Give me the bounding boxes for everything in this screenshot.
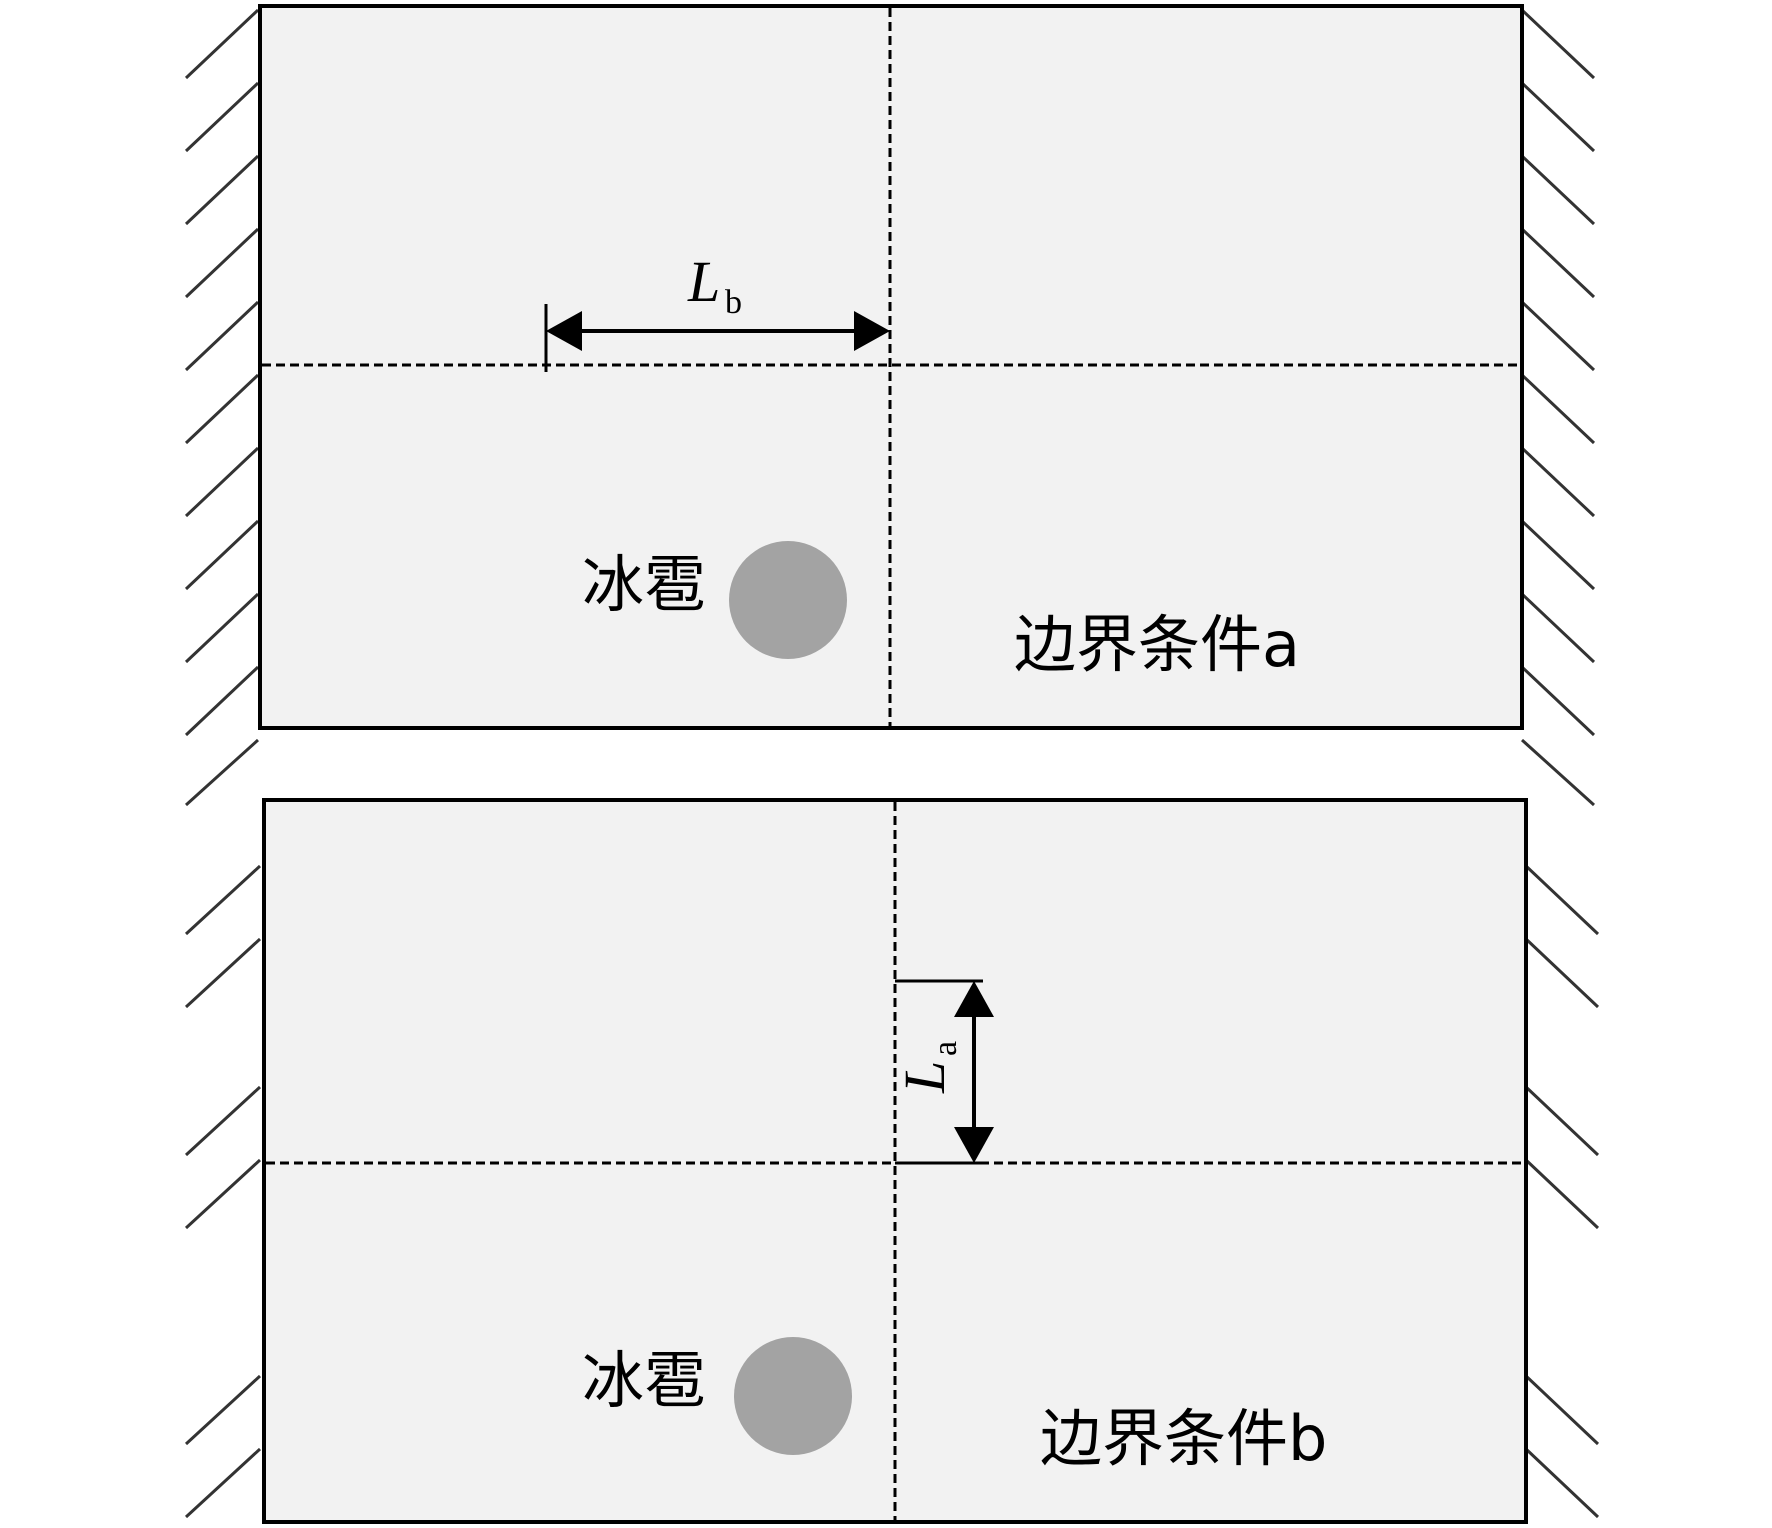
panel-a-dimension-symbol: L bbox=[687, 249, 720, 314]
panel-a-hailstone bbox=[729, 541, 847, 659]
panel-b-arrowhead-bottom bbox=[954, 1127, 994, 1163]
panel-b: L a 冰雹 边界条件b bbox=[184, 798, 1600, 1524]
panel-b-hailstone bbox=[734, 1337, 852, 1455]
panel-b-hail-label: 冰雹 bbox=[582, 1344, 706, 1417]
panel-b-dimension-symbol: L bbox=[892, 1061, 957, 1094]
panel-a-hail-label: 冰雹 bbox=[582, 548, 706, 621]
panel-a-dimension-subscript: b bbox=[725, 284, 742, 321]
panel-a-dimension-lb: L b bbox=[544, 249, 890, 372]
panel-b-dimension-subscript: a bbox=[927, 1041, 964, 1056]
panel-b-arrowhead-top bbox=[954, 981, 994, 1017]
panel-a-boundary-label: 边界条件a bbox=[1014, 608, 1300, 681]
panel-a-right-wall-hatching bbox=[1520, 8, 1596, 807]
panel-b-dimension-la: L a bbox=[892, 979, 994, 1165]
panel-b-left-wall-hatching bbox=[184, 864, 262, 1519]
panel-a: L b 冰雹 边界条件a bbox=[184, 4, 1596, 807]
panel-a-arrowhead-left bbox=[546, 311, 582, 351]
panel-a-arrowhead-right bbox=[854, 311, 890, 351]
panel-a-left-wall-hatching bbox=[184, 8, 260, 807]
panel-b-boundary-label: 边界条件b bbox=[1040, 1402, 1327, 1475]
panel-b-right-wall-hatching bbox=[1524, 864, 1600, 1519]
